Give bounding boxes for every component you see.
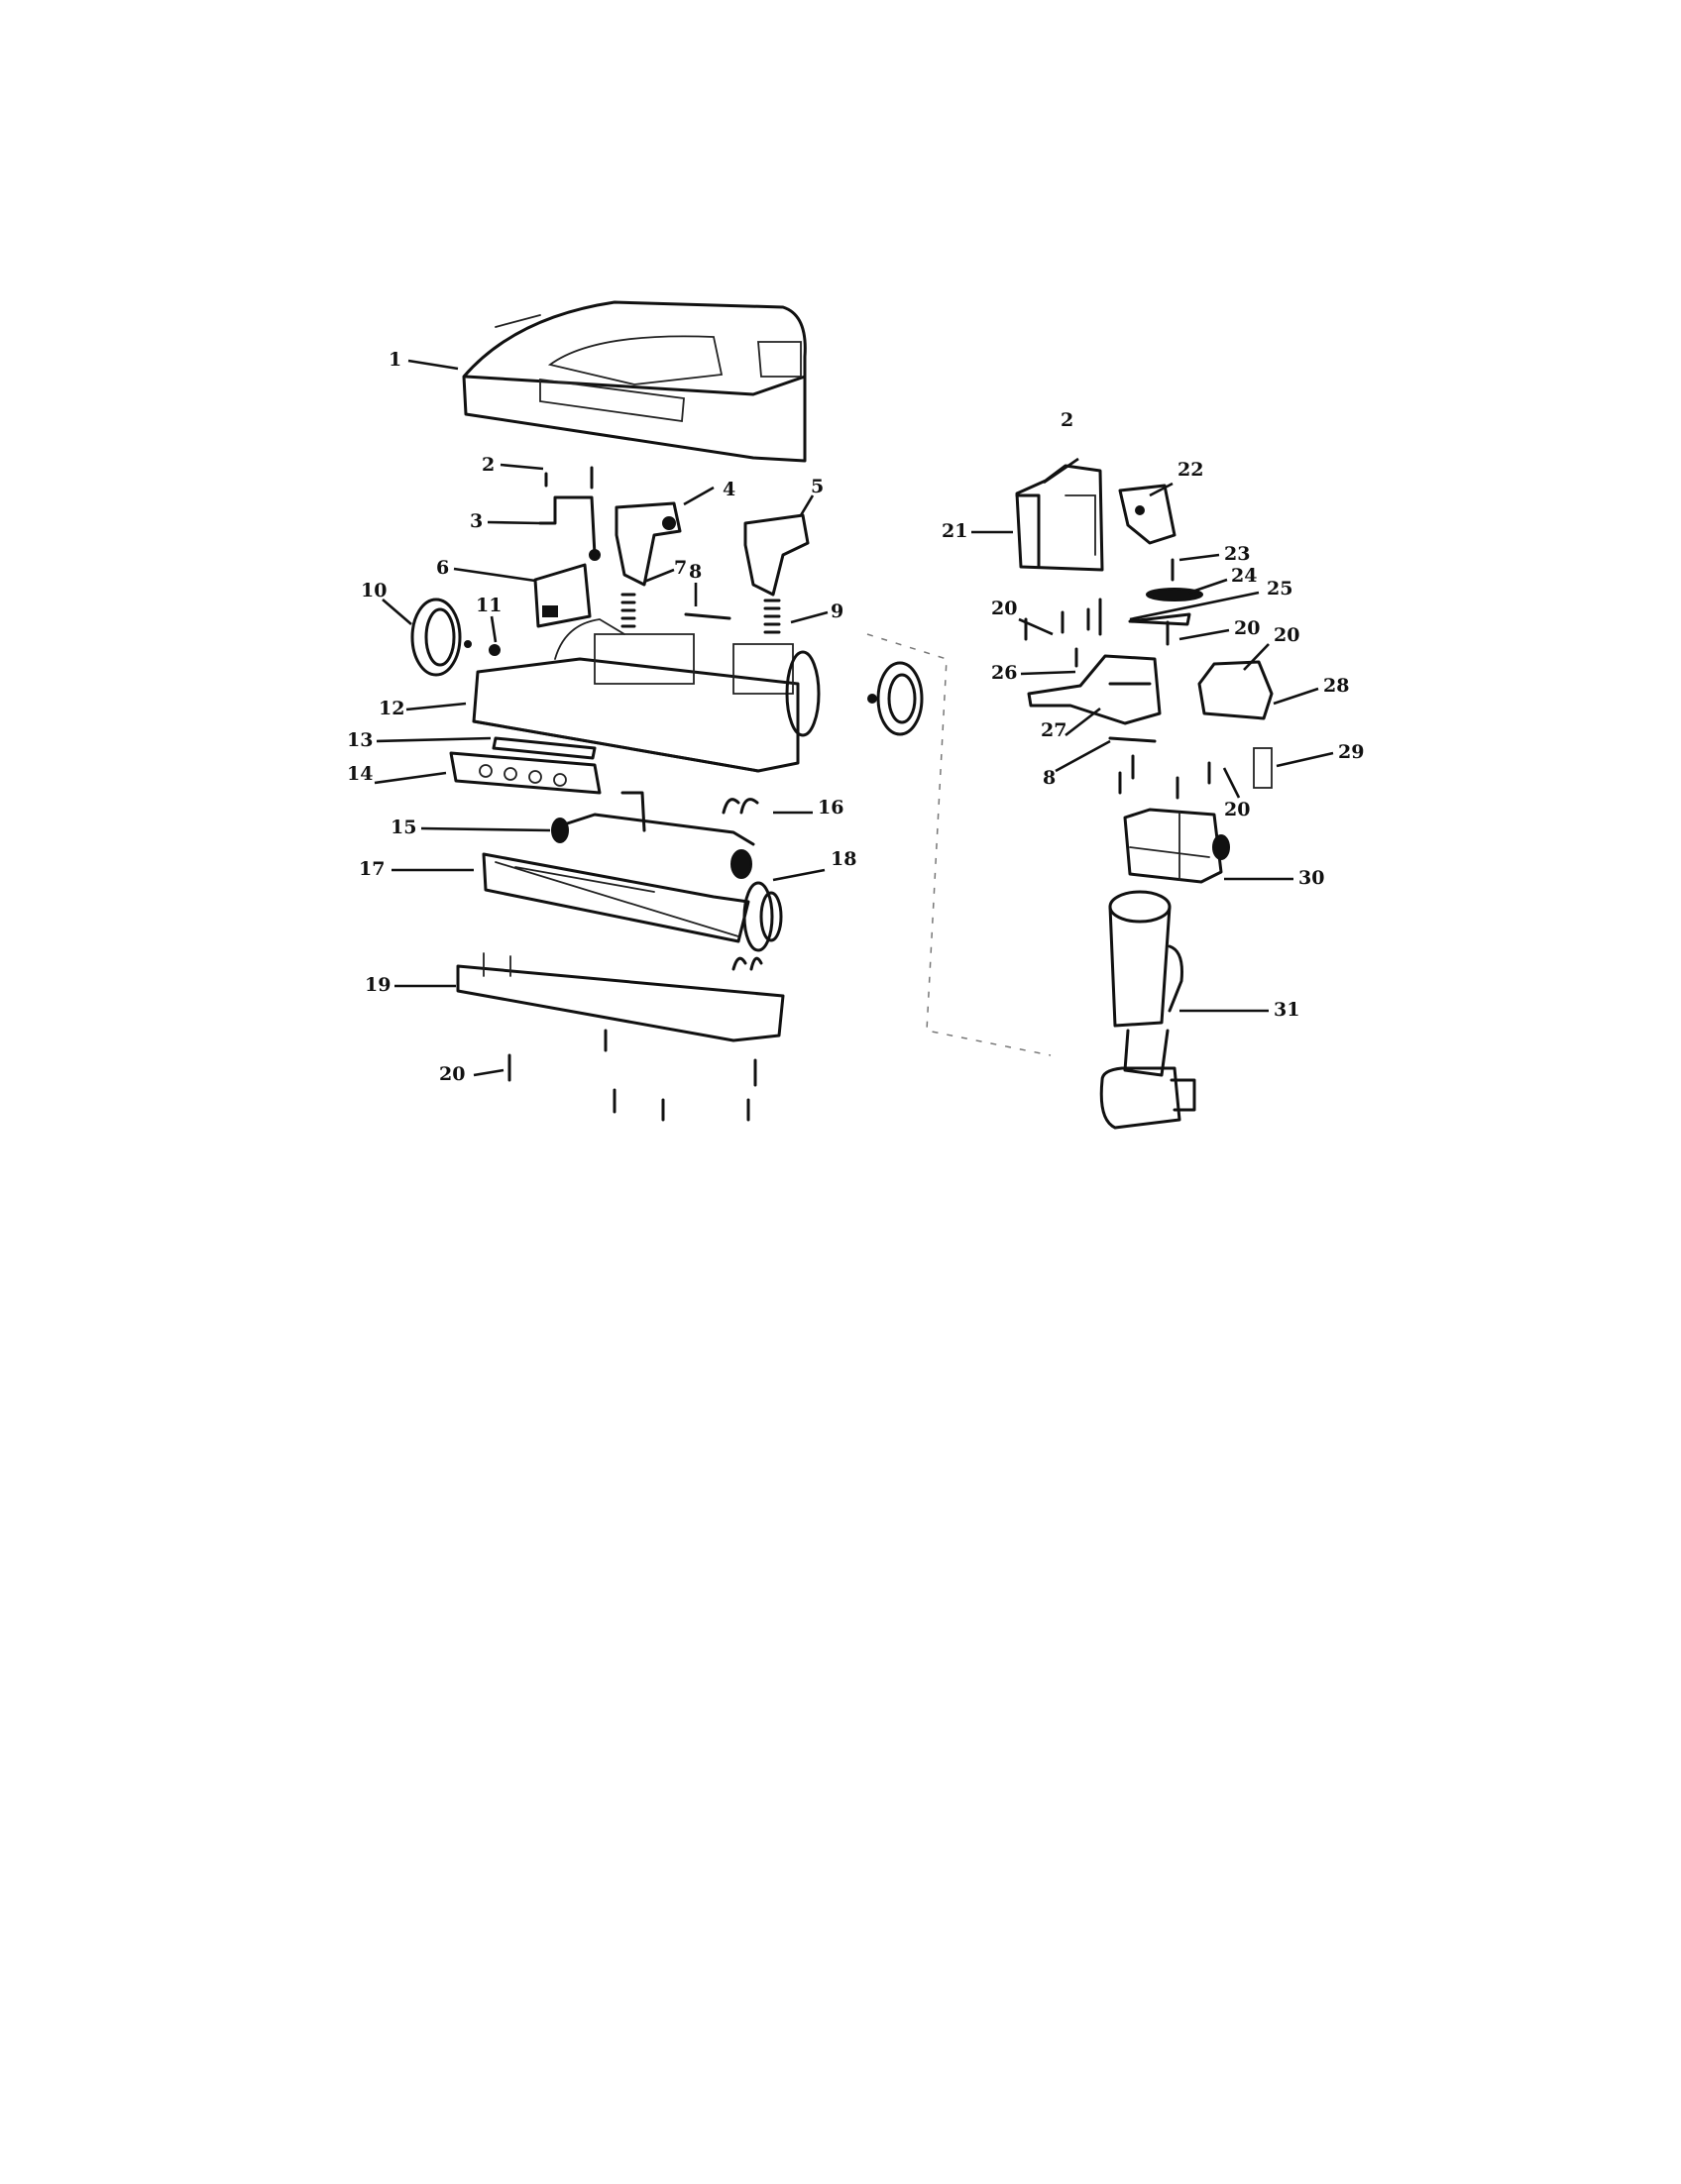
part-bottom-plate-illustration xyxy=(456,952,785,1042)
callout-26: 26 xyxy=(991,662,1018,684)
callout-20-r1: 20 xyxy=(991,598,1018,619)
part-motor-illustration xyxy=(1123,808,1230,884)
part-springs-illustration xyxy=(620,593,781,634)
callout-24: 24 xyxy=(1231,565,1258,587)
part-light-assembly-illustration xyxy=(449,751,602,795)
callout-2: 2 xyxy=(482,454,496,476)
part-screws-upper-illustration xyxy=(544,466,594,490)
callout-7: 7 xyxy=(674,557,688,579)
callout-20-r4: 20 xyxy=(1224,799,1251,820)
part-pedal-illustration xyxy=(1027,654,1162,725)
part-pin-illustration xyxy=(684,612,731,620)
leader-lines xyxy=(374,359,1334,1077)
part-wheel-left-illustration xyxy=(410,598,472,677)
part-swivel-illustration xyxy=(1099,890,1196,1130)
callout-2-right: 2 xyxy=(1061,409,1074,431)
part-nut-illustration xyxy=(489,644,501,656)
callout-22: 22 xyxy=(1177,459,1204,481)
part-clip-illustration xyxy=(722,798,759,815)
callout-23: 23 xyxy=(1224,543,1251,565)
part-circuit-board-illustration xyxy=(533,563,592,628)
part-switch-housing-illustration xyxy=(1015,464,1104,572)
callout-5: 5 xyxy=(811,476,825,497)
part-switch-illustration xyxy=(1118,484,1177,545)
callout-9: 9 xyxy=(831,601,844,622)
part-latch-left-illustration xyxy=(615,501,682,587)
part-hood-illustration xyxy=(462,300,807,463)
assembly-guide-line xyxy=(866,633,1052,1056)
part-motor-cover-illustration xyxy=(1197,660,1274,720)
part-brushroll-illustration xyxy=(482,849,783,952)
callout-27: 27 xyxy=(1041,719,1067,741)
part-pin-right-illustration xyxy=(1108,736,1157,743)
callout-8-left: 8 xyxy=(689,561,703,583)
part-gasket-seal-illustration xyxy=(1128,558,1203,626)
part-screws-bottom-illustration xyxy=(507,1029,757,1122)
callout-19: 19 xyxy=(365,974,392,996)
callout-29: 29 xyxy=(1338,741,1365,763)
callout-21: 21 xyxy=(942,520,968,542)
callout-11: 11 xyxy=(476,595,503,616)
callout-18: 18 xyxy=(831,848,857,870)
part-filter-illustration xyxy=(1253,747,1273,789)
part-nozzle-base-illustration xyxy=(472,618,821,773)
callout-16: 16 xyxy=(818,797,844,819)
callout-8-right: 8 xyxy=(1043,767,1057,789)
part-screws-right-illustration xyxy=(1024,598,1211,800)
callout-14: 14 xyxy=(347,763,374,785)
callout-10: 10 xyxy=(361,580,388,601)
callout-12: 12 xyxy=(379,698,405,719)
callout-30: 30 xyxy=(1298,867,1325,889)
part-latch-right-illustration xyxy=(743,513,810,597)
part-light-lens-illustration xyxy=(492,736,597,760)
callout-20-r3: 20 xyxy=(1274,624,1300,646)
part-lever-arm-illustration xyxy=(538,495,601,561)
callout-13: 13 xyxy=(347,729,374,751)
callout-1: 1 xyxy=(389,349,402,371)
callout-6: 6 xyxy=(436,557,450,579)
callout-4: 4 xyxy=(723,479,736,500)
callout-3: 3 xyxy=(470,510,484,532)
callout-25: 25 xyxy=(1267,578,1293,600)
part-wheel-right-illustration xyxy=(867,661,924,736)
callout-17: 17 xyxy=(359,858,386,880)
callout-20-r2: 20 xyxy=(1234,617,1261,639)
part-axle-illustration xyxy=(551,791,755,846)
callout-31: 31 xyxy=(1274,999,1300,1021)
callout-20-bottom: 20 xyxy=(439,1063,466,1085)
callout-28: 28 xyxy=(1323,675,1350,697)
callout-15: 15 xyxy=(391,817,417,838)
